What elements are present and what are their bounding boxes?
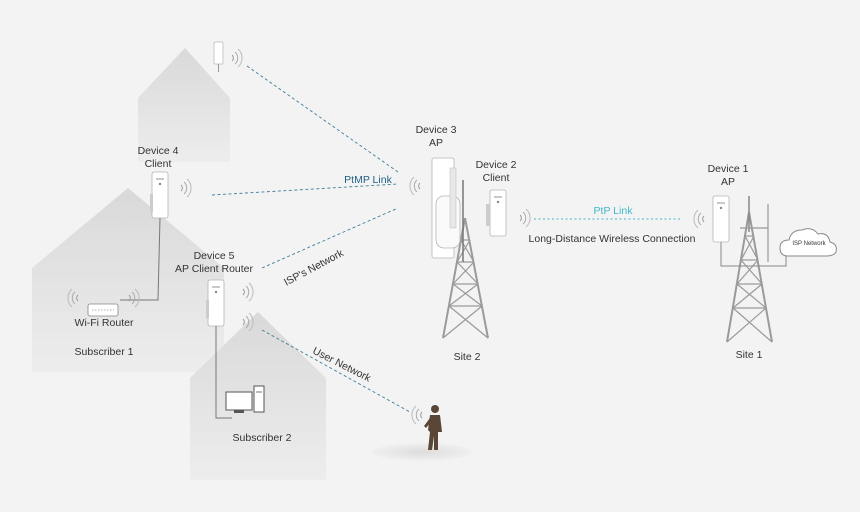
- device5-cpe-icon: [206, 279, 232, 419]
- ptp-link-label: PtP Link: [593, 205, 633, 217]
- house-top-icon: [138, 48, 230, 162]
- lattice-tower-site2-icon: [442, 180, 489, 339]
- device1-role-label: AP: [720, 176, 735, 188]
- site2-label: Site 2: [453, 351, 481, 363]
- long-distance-label: Long-Distance Wireless Connection: [528, 233, 696, 245]
- ptmp-link-label: PtMP Link: [344, 174, 392, 186]
- device4-cpe-icon: [120, 171, 169, 301]
- dashed-links: [211, 65, 411, 413]
- device3-ap-antenna-icon: [431, 157, 461, 259]
- house-subscriber1-icon: [32, 188, 224, 372]
- device2-role-label: Client: [482, 172, 510, 184]
- subscriber2-label: Subscriber 2: [232, 432, 292, 444]
- person-icon: [424, 405, 442, 450]
- router-icon: [87, 303, 119, 317]
- isp-cloud-label: ISP Network: [792, 241, 826, 247]
- wifi-signal-icon: [411, 405, 423, 425]
- wifi-signal-icon: [519, 208, 531, 228]
- desktop-computer-icon: [225, 385, 265, 413]
- cpe-antenna-icon: [213, 41, 224, 72]
- device5-name-label: Device 5: [193, 250, 235, 262]
- device3-role-label: AP: [428, 137, 443, 149]
- device4-role-label: Client: [144, 158, 172, 170]
- wifi-signal-icon: [693, 209, 705, 229]
- wifi-signal-icon: [409, 176, 421, 196]
- wifi-signal-icon: [180, 178, 192, 198]
- subscriber1-label: Subscriber 1: [74, 346, 134, 358]
- wifi-signal-icon: [231, 48, 243, 68]
- device2-cpe-icon: [486, 189, 507, 237]
- wifi-signal-icon: [242, 282, 254, 302]
- cloud-icon: [779, 228, 837, 257]
- ground-shadow: [372, 443, 472, 461]
- device1-cpe-icon: [712, 195, 787, 267]
- device1-name-label: Device 1: [707, 163, 749, 175]
- wifi-router-label: Wi-Fi Router: [74, 317, 134, 329]
- device4-name-label: Device 4: [137, 145, 179, 157]
- device2-name-label: Device 2: [475, 159, 517, 171]
- device3-name-label: Device 3: [415, 124, 457, 136]
- lattice-tower-site1-icon: [726, 196, 773, 343]
- site1-label: Site 1: [735, 349, 763, 361]
- device5-role-label: AP Client Router: [174, 263, 253, 275]
